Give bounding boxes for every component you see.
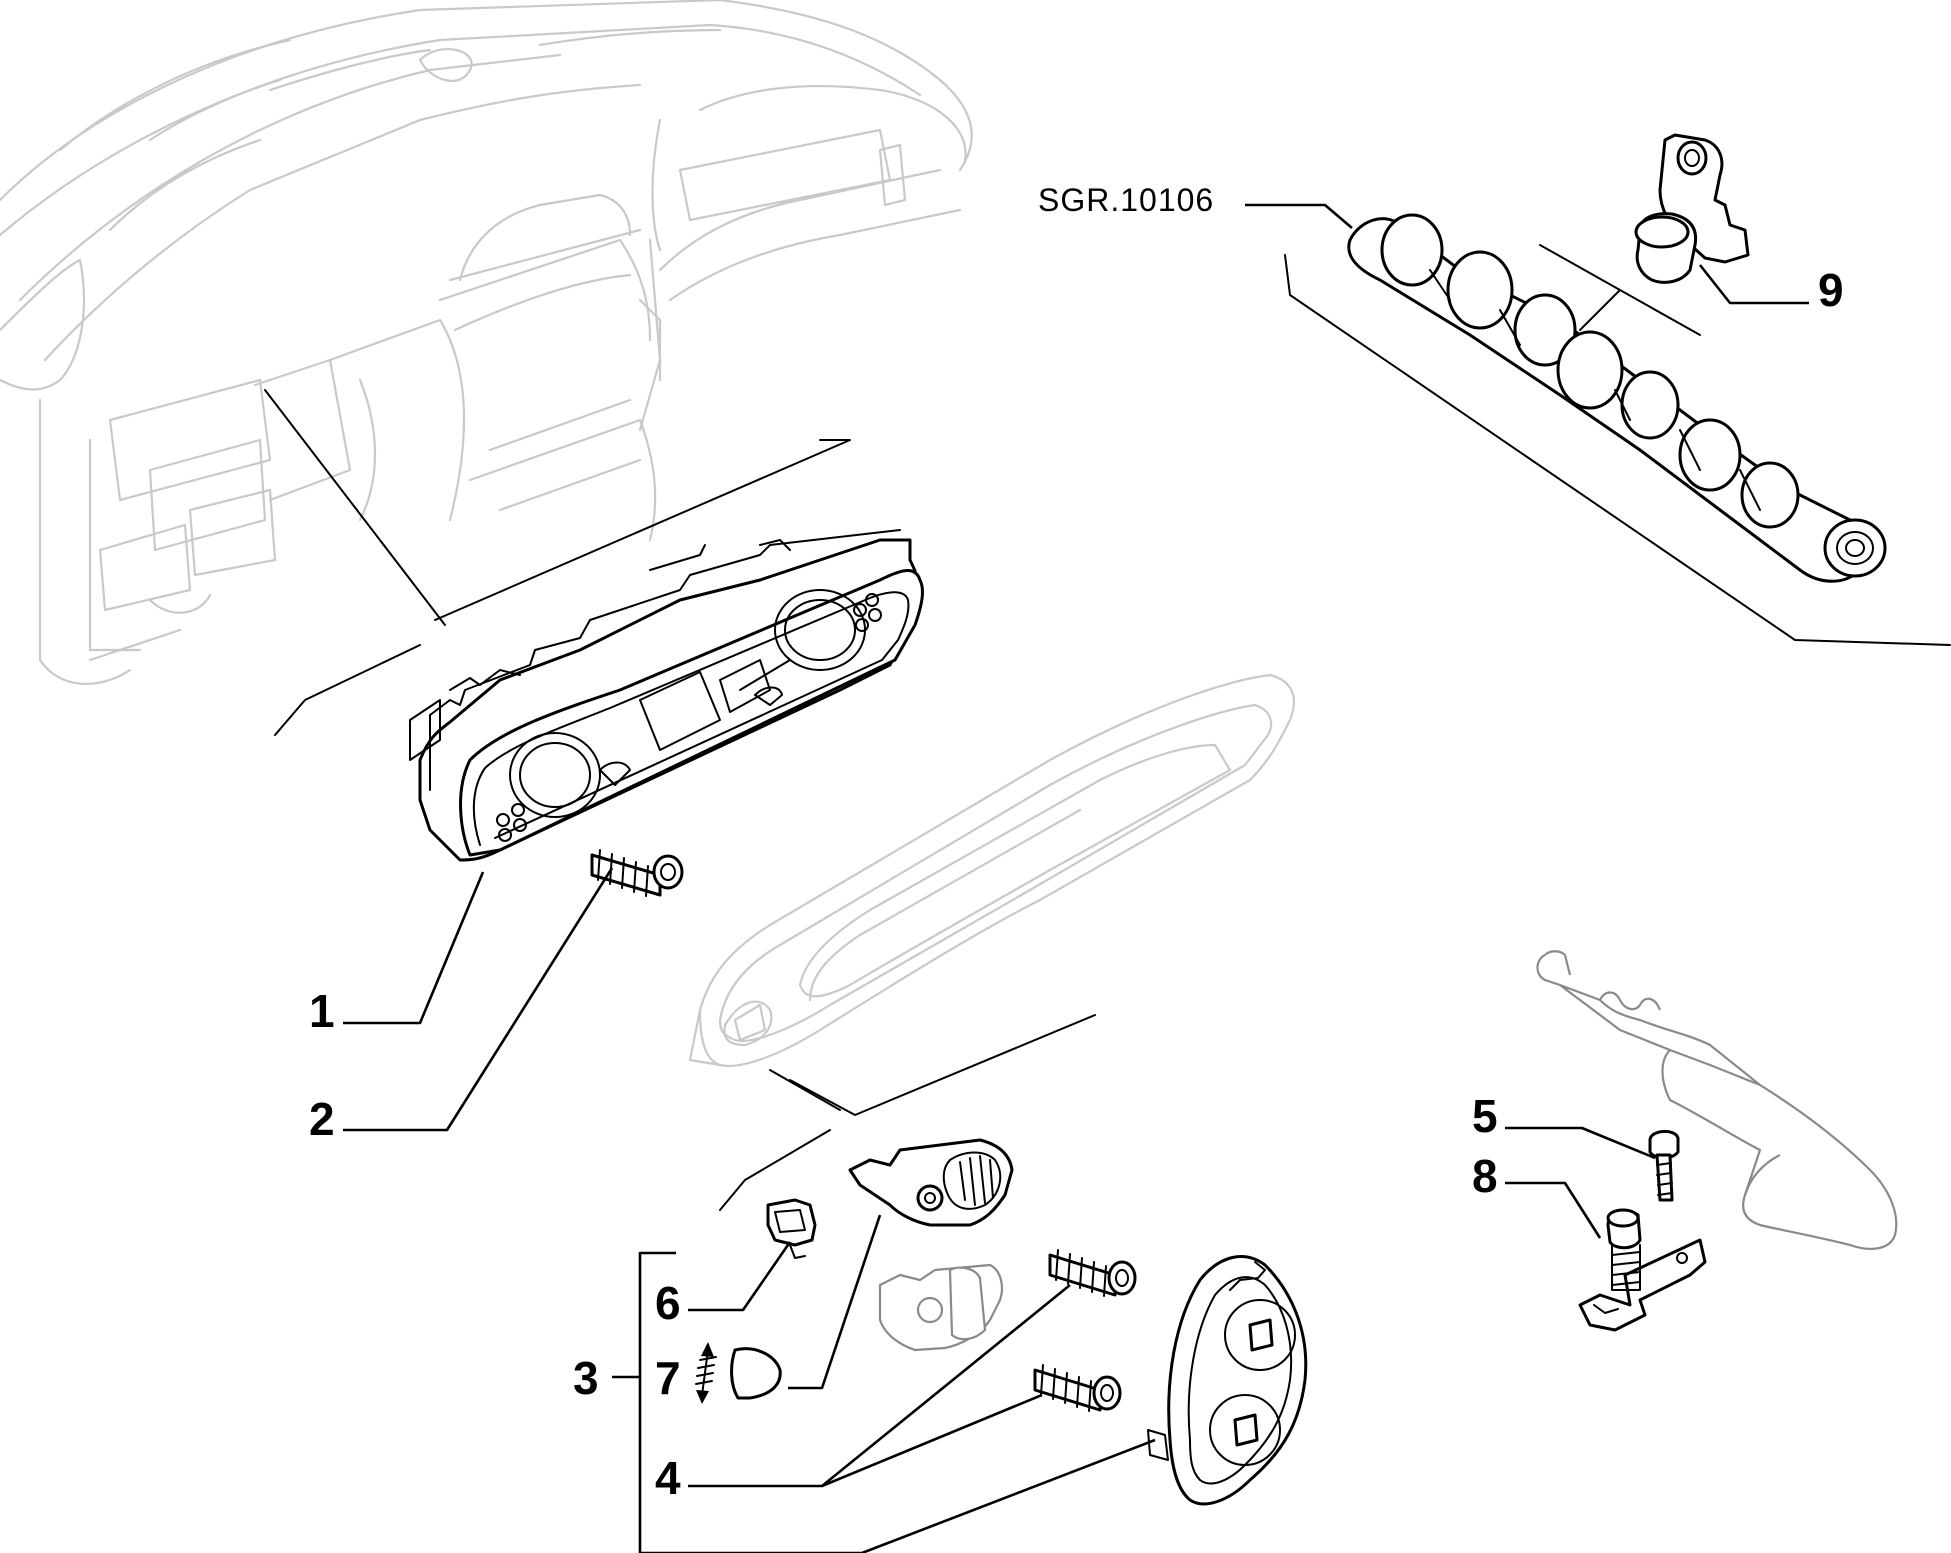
bezel-pointer-line — [719, 1014, 1096, 1211]
lever-switch-bracket — [1578, 1208, 1707, 1332]
camshaft-bracket-lines — [1284, 244, 1951, 646]
dashboard-ghost-outline — [0, 0, 973, 686]
callout-1: 1 — [309, 985, 335, 1037]
callout-4: 4 — [655, 1452, 681, 1504]
callout-3: 3 — [573, 1352, 599, 1404]
headlight-adjust-switch — [848, 1138, 1014, 1227]
callout-6: 6 — [655, 1277, 681, 1329]
cluster-screw — [590, 849, 684, 897]
switch-ghost — [878, 1263, 1004, 1352]
cluster-bezel-ghost — [688, 673, 1295, 1067]
callout-2: 2 — [309, 1093, 335, 1145]
small-clip — [766, 1198, 817, 1259]
switch-screw-upper — [1048, 1249, 1137, 1297]
callout-8: 8 — [1472, 1150, 1498, 1202]
dashboard-pointer-line — [264, 389, 851, 736]
camshaft-reference-label: SGR.10106 — [1038, 182, 1215, 218]
callout-9: 9 — [1818, 264, 1844, 316]
headlight-beam-symbol — [695, 1342, 782, 1404]
handbrake-lever-ghost — [1536, 950, 1898, 1250]
switch-panel-cover — [1147, 1255, 1308, 1506]
switch-screw-lower — [1033, 1364, 1122, 1412]
callout-7: 7 — [655, 1352, 681, 1404]
camshaft — [1347, 213, 1887, 583]
lever-bolt — [1648, 1130, 1680, 1202]
callout-5: 5 — [1472, 1090, 1498, 1142]
camshaft-sensor — [1634, 133, 1750, 284]
instrument-cluster — [409, 529, 924, 862]
leader-lines — [343, 203, 1809, 1553]
